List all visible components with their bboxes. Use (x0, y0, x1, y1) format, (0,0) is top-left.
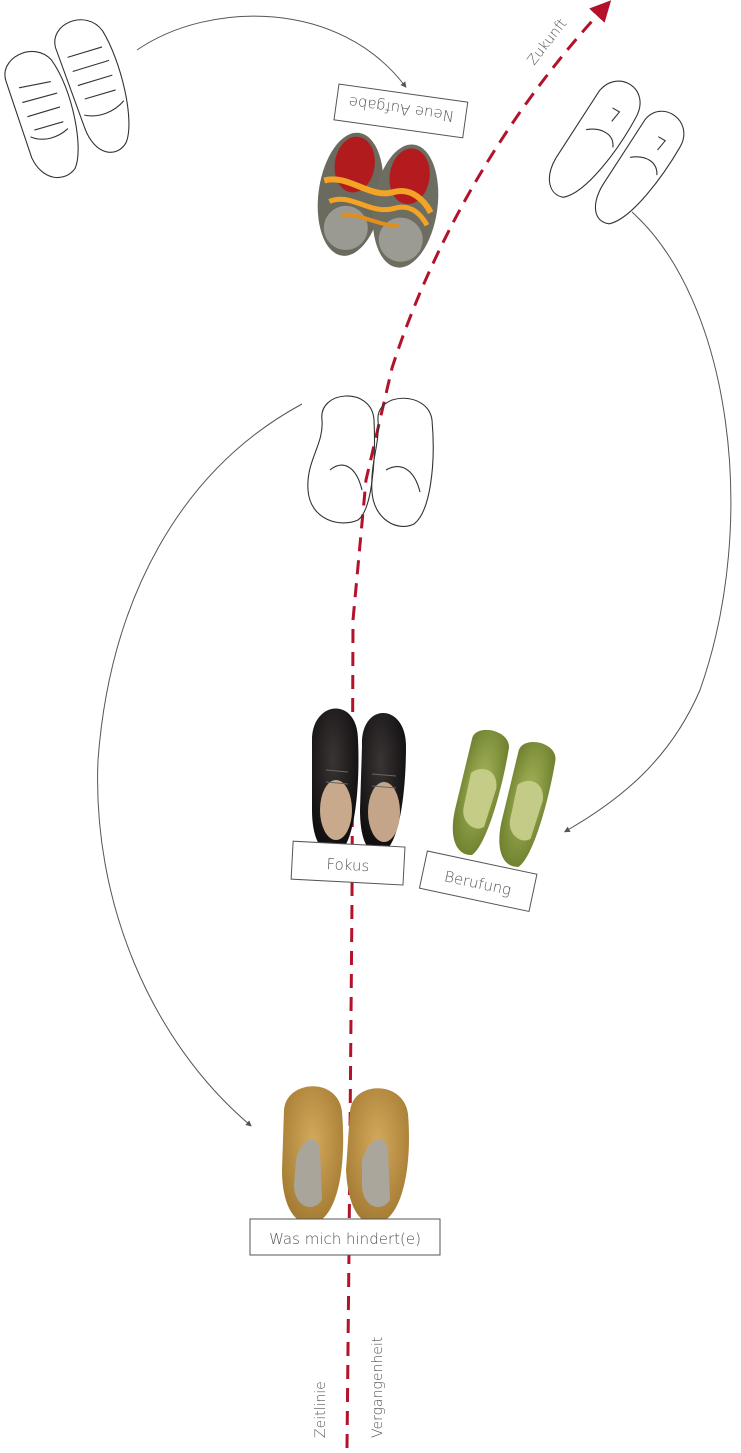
arrow-to-neue-aufgabe (137, 16, 405, 86)
suede-house-slippers-icon (282, 1086, 409, 1223)
hiking-boots-icon (310, 128, 447, 271)
svg-text:Was mich hindert(e): Was mich hindert(e) (269, 1230, 421, 1248)
label-was-mich-hindert: Was mich hindert(e) (250, 1219, 440, 1255)
label-zeitlinie: Zeitlinie (313, 1381, 329, 1438)
label-neue-aufgabe: Neue Aufgabe (334, 84, 468, 138)
loafers-outline-icon (540, 71, 695, 237)
svg-text:Fokus: Fokus (326, 855, 370, 875)
arrow-to-was-mich-hindert (98, 404, 302, 1125)
label-fokus: Fokus (291, 841, 405, 885)
green-slingback-shoes-icon (446, 726, 559, 870)
label-zukunft: Zukunft (525, 16, 571, 68)
black-oxford-shoes-icon (312, 708, 406, 853)
arrow-to-berufung (566, 212, 731, 831)
slippers-outline-icon (308, 396, 433, 526)
label-vergangenheit: Vergangenheit (370, 1337, 386, 1438)
sneakers-outline-icon (0, 12, 147, 185)
